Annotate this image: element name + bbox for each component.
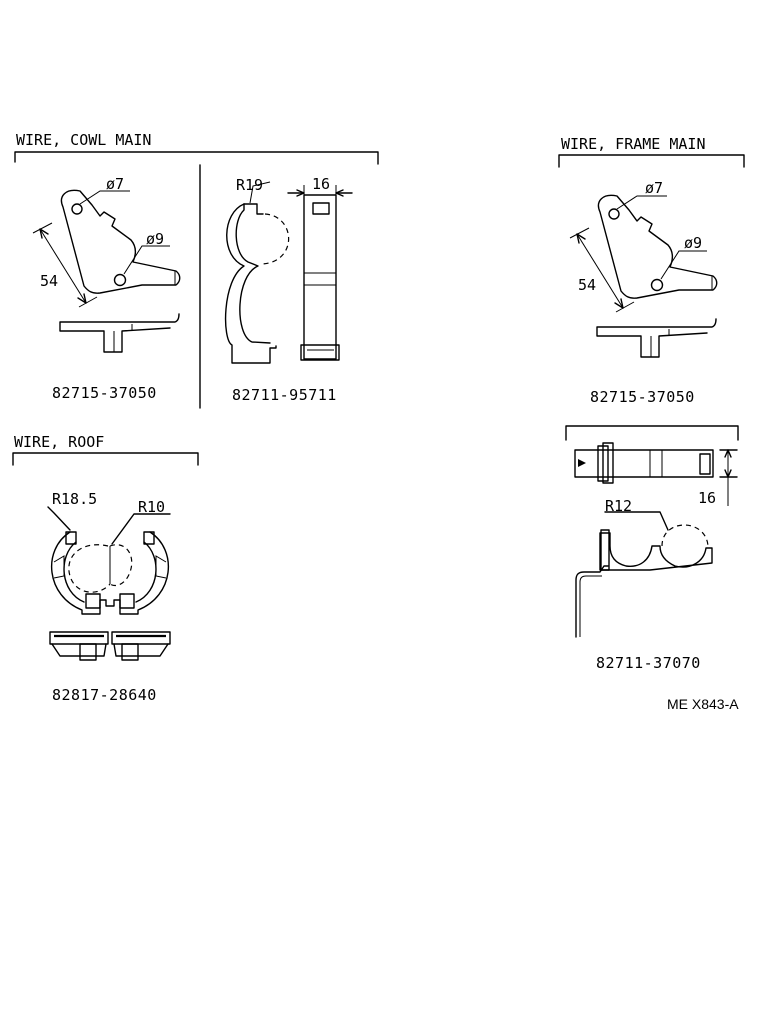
hole-large-label: ø9	[684, 234, 702, 252]
wire-clamp-drawing: R18.5 R10 82817-28640	[47, 490, 171, 704]
clamp-height-label: 16	[698, 489, 716, 507]
wire-bracket-drawing: ø7 ø9 54 82715-37050	[32, 175, 181, 402]
hole-large-label: ø9	[146, 230, 164, 248]
group-label-roof: WIRE, ROOF	[14, 433, 104, 451]
wire-clamp-drawing: R19 16 82711-95711	[224, 175, 353, 404]
part-number: 82715-37050	[590, 388, 695, 406]
hole-small	[71, 203, 83, 215]
group-bracket-line	[558, 154, 745, 168]
clamp-radius-label: R19	[236, 176, 263, 194]
group-bracket-line	[12, 452, 199, 466]
group-label-frame-main: WIRE, FRAME MAIN	[561, 135, 706, 153]
clamp-width-label: 16	[312, 175, 330, 193]
group-frame-main: WIRE, FRAME MAIN ø7 ø9 54 82715-37050	[558, 135, 745, 672]
clamp-radius-large-label: R18.5	[52, 490, 97, 508]
group-cowl-main: WIRE, COWL MAIN ø7 ø9 54 82715-37050	[14, 131, 379, 409]
clamp-outline	[224, 203, 277, 364]
clamp-bracket-line	[565, 425, 739, 441]
clamp-side-view	[49, 631, 171, 661]
hole-small	[608, 208, 620, 220]
part-number: 82817-28640	[52, 686, 157, 704]
length-label: 54	[40, 272, 58, 290]
part-number: 82711-95711	[232, 386, 337, 404]
bracket-side-view	[596, 318, 717, 358]
clamp-outline	[50, 531, 170, 615]
group-roof: WIRE, ROOF R18.5 R10	[12, 433, 199, 704]
length-label: 54	[578, 276, 596, 294]
hole-small-label: ø7	[106, 175, 124, 193]
part-number: 82715-37050	[52, 384, 157, 402]
clamp-front-view	[303, 194, 337, 360]
hole-large	[650, 278, 664, 292]
radius-leader	[47, 506, 71, 531]
clamp-top-view	[574, 449, 714, 478]
hole-small-label: ø7	[645, 179, 663, 197]
bracket-outline	[597, 194, 718, 299]
clamp-radius-label: R12	[605, 497, 632, 515]
diagram-code: ME X843-A	[667, 696, 739, 712]
clamp-outline	[599, 532, 713, 571]
part-number: 82711-37070	[596, 654, 701, 672]
group-bracket-line	[14, 151, 379, 165]
hole-large	[113, 273, 127, 287]
group-label-cowl-main: WIRE, COWL MAIN	[16, 131, 151, 149]
clamp-mount-plate	[575, 565, 609, 638]
wire-bracket-drawing: ø7 ø9 54 82715-37050	[569, 179, 718, 406]
bracket-side-view	[59, 313, 180, 353]
bracket-outline	[60, 189, 181, 294]
clamp-radius-small-label: R10	[138, 498, 165, 516]
wire-clamp-drawing: 16 R12 82711-37070	[565, 425, 739, 672]
